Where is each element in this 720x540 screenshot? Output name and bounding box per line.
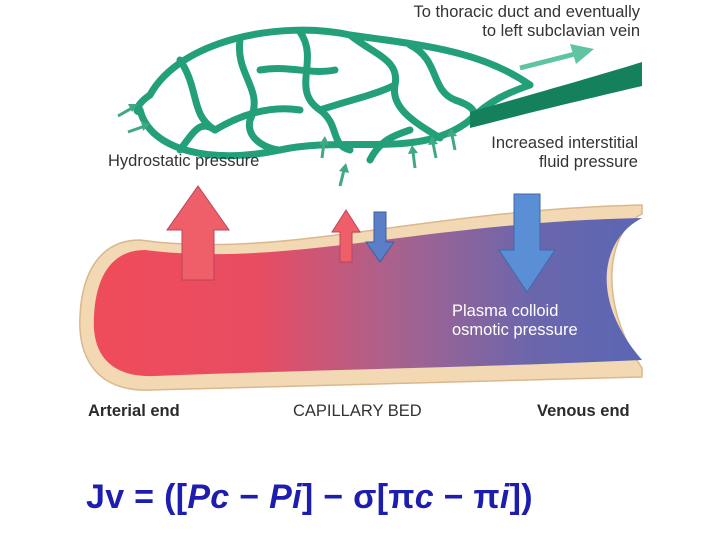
arterial-end-label: Arterial end	[88, 402, 180, 420]
duct-label-line1: To thoracic duct and eventually	[413, 3, 640, 21]
plasma-label-line1: Plasma colloid	[452, 302, 559, 320]
eq-part-2: −	[229, 478, 270, 516]
interstitial-pressure-arrow	[498, 193, 556, 293]
filtration-arrows	[117, 104, 457, 187]
eq-i: i	[499, 478, 510, 516]
eq-part-4: − π	[433, 478, 500, 516]
capillary-bed-label: CAPILLARY BED	[293, 402, 422, 420]
interstitial-label-line2: fluid pressure	[538, 153, 638, 171]
duct-flow-arrow	[519, 44, 594, 71]
hydrostatic-pressure-arrow	[166, 185, 230, 281]
lymphatic-network	[133, 26, 534, 164]
interstitial-pressure-label: Increased interstitial fluid pressure	[462, 134, 638, 172]
starling-equation: Jv = ([Pc − Pi] − σ[πc − πi])	[86, 478, 533, 517]
net-reabsorption-arrow	[365, 211, 395, 263]
thoracic-duct-label: To thoracic duct and eventually to left …	[360, 3, 640, 41]
eq-pc: Pc	[187, 478, 230, 516]
duct-label-line2: to left subclavian vein	[482, 22, 640, 40]
eq-part-3: ] − σ[π	[301, 478, 415, 516]
net-filtration-arrow	[331, 209, 361, 263]
venous-end-label: Venous end	[537, 402, 630, 420]
plasma-osmotic-label: Plasma colloid osmotic pressure	[452, 302, 578, 340]
plasma-label-line2: osmotic pressure	[452, 321, 578, 339]
hydrostatic-pressure-label: Hydrostatic pressure	[108, 152, 260, 170]
eq-part-1: Jv = ([	[86, 478, 188, 516]
eq-pi: Pi	[269, 478, 302, 516]
lymph-trunk	[470, 62, 642, 128]
interstitial-label-line1: Increased interstitial	[491, 134, 638, 152]
eq-c: c	[414, 478, 434, 516]
eq-part-5: ])	[509, 478, 533, 516]
